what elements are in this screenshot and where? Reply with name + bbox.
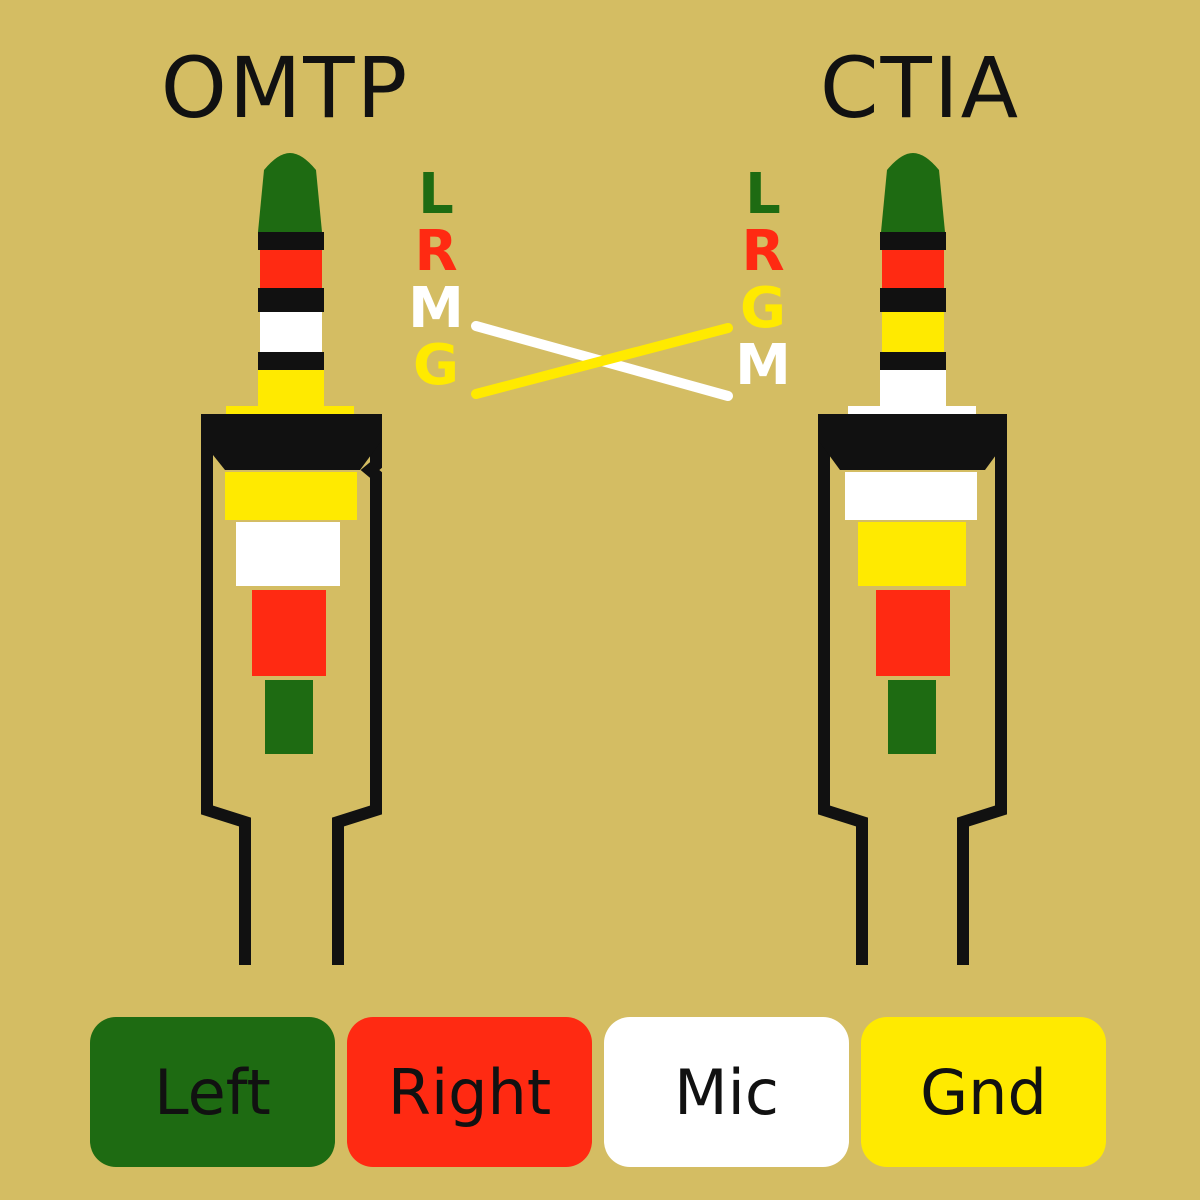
legend-mic: Mic — [604, 1017, 849, 1167]
legend-left-label: Left — [154, 1055, 271, 1129]
ctia-jack-tip — [881, 153, 945, 232]
omtp-sleeve — [258, 370, 324, 412]
ctia-insulator-band-2 — [880, 288, 946, 312]
ctia-body-cap — [818, 414, 1007, 470]
omtp-inner-1 — [225, 472, 357, 520]
omtp-inner-4 — [265, 680, 313, 754]
legend-gnd: Gnd — [861, 1017, 1106, 1167]
omtp-ring-2 — [260, 312, 322, 352]
legend-right: Right — [347, 1017, 592, 1167]
ctia-title: CTIA — [819, 39, 1021, 137]
ctia-inner-3 — [876, 590, 950, 676]
omtp-letter-2: R — [414, 219, 458, 284]
legend-right-label: Right — [387, 1055, 552, 1129]
omtp-insulator-band-1 — [258, 232, 324, 250]
ctia-ring-1 — [882, 250, 944, 288]
omtp-title: OMTP — [160, 39, 410, 137]
legend-gnd-label: Gnd — [920, 1055, 1047, 1129]
omtp-letter-3: M — [408, 276, 464, 341]
omtp-insulator-band-3 — [258, 352, 324, 370]
color-legend: Left Right Mic Gnd — [90, 1017, 1110, 1167]
legend-left: Left — [90, 1017, 335, 1167]
omtp-jack-tip — [258, 153, 322, 232]
omtp-letter-4: G — [413, 333, 459, 398]
omtp-letter-1: L — [418, 162, 454, 227]
ctia-ring-2 — [882, 312, 944, 352]
ctia-insulator-band-3 — [880, 352, 946, 370]
ctia-jack — [818, 153, 1007, 965]
ctia-letter-4: M — [735, 333, 791, 398]
omtp-inner-2 — [236, 522, 340, 586]
ctia-inner-2 — [858, 522, 966, 586]
omtp-insulator-band-2 — [258, 288, 324, 312]
omtp-inner-3 — [252, 590, 326, 676]
ctia-pin-letters: L R G M — [733, 166, 793, 394]
ctia-letter-3: G — [740, 276, 786, 341]
ctia-insulator-band-1 — [880, 232, 946, 250]
ctia-sleeve — [880, 370, 946, 412]
gnd-crossover-line — [471, 323, 733, 399]
ctia-inner-1 — [845, 472, 977, 520]
ctia-inner-4 — [888, 680, 936, 754]
ctia-letter-1: L — [745, 162, 781, 227]
omtp-pin-letters: L R M G — [406, 166, 466, 394]
omtp-ring-1 — [260, 250, 322, 288]
omtp-jack — [201, 153, 382, 965]
legend-mic-label: Mic — [674, 1055, 779, 1129]
omtp-body-cap — [201, 414, 382, 470]
ctia-letter-2: R — [741, 219, 785, 284]
